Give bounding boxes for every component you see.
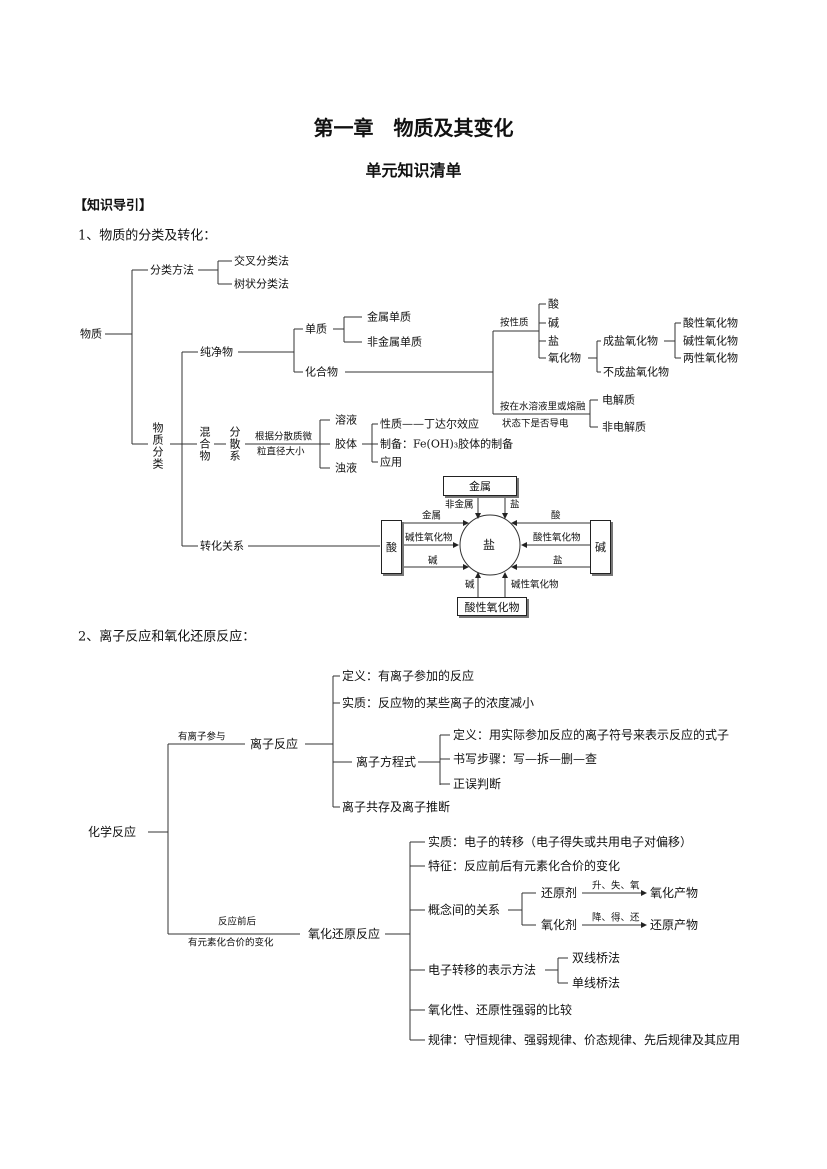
box-base: 碱 xyxy=(590,520,611,574)
arrow-label-acidic-oxide: 酸性氧化物 xyxy=(533,532,581,544)
node-reductant: 还原剂 xyxy=(541,886,578,900)
arrow-label-up: 升、失、氧 xyxy=(592,880,640,892)
node-amphoteric-oxide: 两性氧化物 xyxy=(683,351,738,365)
node-chemical-reaction: 化学反应 xyxy=(88,825,137,839)
node-salt: 盐 xyxy=(548,334,559,348)
node-pure: 纯净物 xyxy=(200,345,233,359)
label-size-1: 根据分散质微 xyxy=(255,431,313,443)
node-colloid-use: 应用 xyxy=(380,455,402,469)
node-laws: 规律：守恒规律、强弱规律、价态规律、先后规律及其应用 xyxy=(428,1033,741,1047)
node-ion-equation: 离子方程式 xyxy=(356,755,417,769)
node-oxidation-product: 氧化产物 xyxy=(650,886,699,900)
section-title: 单元知识清单 xyxy=(365,161,462,180)
node-ion-coexist: 离子共存及离子推断 xyxy=(342,800,451,814)
node-ion-essence: 实质：反应物的某些离子的浓度减小 xyxy=(342,696,535,710)
chapter-title: 第一章 物质及其变化 xyxy=(313,116,514,140)
node-equation-definition: 定义：用实际参加反应的离子符号来表示反应的式子 xyxy=(453,728,730,742)
arrow-label-base-bottom: 碱 xyxy=(465,579,475,591)
arrow-label-basic-oxide-bottom: 碱性氧化物 xyxy=(511,579,559,591)
node-concepts: 概念间的关系 xyxy=(428,903,501,917)
node-transfer-methods: 电子转移的表示方法 xyxy=(428,963,537,977)
node-metal-element: 金属单质 xyxy=(367,310,411,324)
node-basic-oxide: 碱性氧化物 xyxy=(683,334,738,348)
cycle-center-salt: 盐 xyxy=(483,538,496,552)
node-base: 碱 xyxy=(548,316,559,330)
arrow-label-basic-oxide: 碱性氧化物 xyxy=(405,532,453,544)
label-redox-condition-1: 反应前后 xyxy=(218,916,257,928)
node-redox: 氧化还原反应 xyxy=(308,927,381,941)
arrow-label-nonmetal: 非金属 xyxy=(445,499,474,511)
arrow-label-salt-right: 盐 xyxy=(553,555,563,567)
node-colloid-property: 性质——丁达尔效应 xyxy=(380,417,479,431)
node-suspension: 浊液 xyxy=(335,461,357,475)
node-electrolyte: 电解质 xyxy=(602,393,635,407)
node-transform: 转化关系 xyxy=(200,539,244,553)
node-non-salt-oxide: 不成盐氧化物 xyxy=(603,365,669,379)
node-acid: 酸 xyxy=(548,297,559,311)
node-compare: 氧化性、还原性强弱的比较 xyxy=(428,1003,573,1017)
node-methods: 分类方法 xyxy=(150,263,194,277)
node-element: 单质 xyxy=(305,322,327,336)
label-by-property: 按性质 xyxy=(500,317,529,329)
label-ion-condition: 有离子参与 xyxy=(178,731,226,743)
arrow-label-base-left: 碱 xyxy=(428,555,438,567)
label-size-2: 粒直径大小 xyxy=(257,446,305,458)
box-acidic-oxide: 酸性氧化物 xyxy=(457,597,527,616)
node-mixture: 混合物 xyxy=(198,426,211,462)
node-compound: 化合物 xyxy=(305,365,338,379)
node-acidic-oxide: 酸性氧化物 xyxy=(683,316,738,330)
arrow-label-down: 降、得、还 xyxy=(592,912,640,924)
label-redox-condition-2: 有元素化合价的变化 xyxy=(188,937,274,949)
part2-heading: 2、离子反应和氧化还原反应： xyxy=(78,629,256,645)
node-matter: 物质 xyxy=(80,327,102,341)
node-cross: 交叉分类法 xyxy=(234,254,289,268)
arrow-label-acid: 酸 xyxy=(551,510,561,522)
node-solution: 溶液 xyxy=(335,413,357,427)
node-oxidant: 氧化剂 xyxy=(541,918,578,932)
node-oxide: 氧化物 xyxy=(548,351,581,365)
label-conduct-1: 按在水溶液里或熔融 xyxy=(500,401,586,413)
node-ion-definition: 定义：有离子参加的反应 xyxy=(342,669,475,683)
node-redox-feature: 特征：反应前后有元素化合价的变化 xyxy=(428,859,621,873)
label-conduct-2: 状态下是否导电 xyxy=(502,418,569,430)
box-metal: 金属 xyxy=(443,476,517,496)
node-reduction-product: 还原产物 xyxy=(650,918,699,932)
node-nonmetal-element: 非金属单质 xyxy=(367,335,422,349)
node-equation-judge: 正误判断 xyxy=(453,777,502,791)
box-acid: 酸 xyxy=(381,520,402,574)
node-nonelectrolyte: 非电解质 xyxy=(602,420,646,434)
node-tree: 树状分类法 xyxy=(234,277,289,291)
arrow-label-metal: 金属 xyxy=(422,510,442,522)
knowledge-guide-label: 【知识导引】 xyxy=(74,198,153,214)
node-equation-steps: 书写步骤：写—拆—删—查 xyxy=(453,752,598,766)
node-classify: 物质分类 xyxy=(151,422,164,470)
node-colloid-prep: 制备：Fe(OH)₃胶体的制备 xyxy=(380,437,514,451)
node-single-bridge: 单线桥法 xyxy=(572,976,621,990)
node-colloid: 胶体 xyxy=(335,437,357,451)
node-ion-reaction: 离子反应 xyxy=(250,737,299,751)
node-redox-essence: 实质：电子的转移（电子得失或共用电子对偏移） xyxy=(428,835,693,849)
node-salt-oxide: 成盐氧化物 xyxy=(603,334,658,348)
part1-heading: 1、物质的分类及转化： xyxy=(78,228,217,244)
node-dispersion: 分散系 xyxy=(228,426,241,462)
arrow-label-salt-top: 盐 xyxy=(510,499,520,511)
node-double-bridge: 双线桥法 xyxy=(572,951,621,965)
